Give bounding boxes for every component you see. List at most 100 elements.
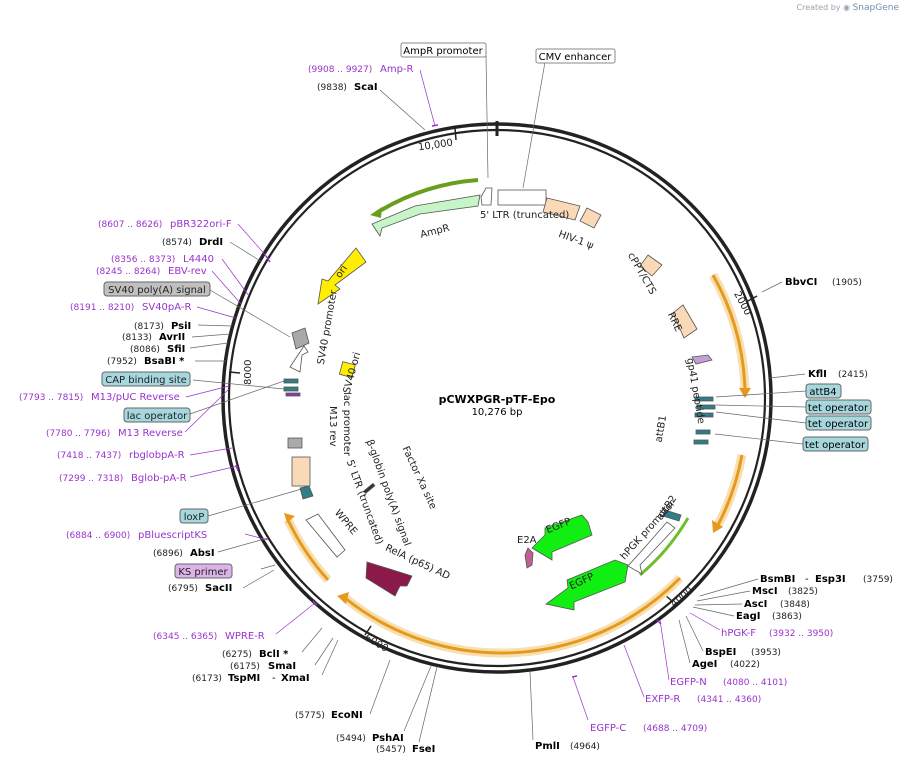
- feature-label-psi: HIV-1 ψ: [557, 229, 595, 252]
- site-pbr322-pos: (8607 .. 8626): [98, 220, 162, 230]
- site-rbglob-name: rbglobpA-R: [129, 450, 185, 461]
- tick-2000: [745, 295, 758, 303]
- conn-bcli: [301, 627, 323, 653]
- cap-tag: [101, 371, 191, 387]
- site-fsei-pos: (5457): [376, 745, 406, 755]
- cmvenhancer-label: CMV enhancer: [539, 52, 613, 63]
- feature-shapes: [283, 187, 716, 611]
- conn-sfii: [189, 342, 229, 349]
- conn-bbvci: [761, 281, 783, 293]
- conn-wprer: [275, 602, 316, 635]
- site-sv40par-name: SV40pA-R: [142, 302, 191, 313]
- conn-scai: [379, 89, 426, 131]
- site-attb4: attB4: [809, 387, 836, 398]
- tick-marks: [228, 127, 758, 636]
- tick-label-10000: 10,000: [417, 138, 453, 154]
- tick-label-8000: 8000: [243, 360, 254, 385]
- loxp-tag: [179, 508, 209, 524]
- site-m13r-pos: (7780 .. 7796): [46, 429, 110, 439]
- site-bglob-name: Bglob-pA-R: [131, 473, 187, 484]
- amprpromoter-box: [400, 42, 487, 58]
- ampr-outer-arrowhead: [370, 207, 382, 218]
- sv40pa-tag: [103, 281, 211, 297]
- att-bar-1: [694, 396, 714, 402]
- conn-rbglob: [189, 447, 233, 456]
- site-tspmi-dash: -: [272, 673, 276, 684]
- orange-arrowhead-1: [739, 388, 751, 398]
- conn-m13puc: [185, 385, 230, 398]
- conn-tet3: [714, 433, 804, 445]
- snapgene-brand: SnapGene: [852, 3, 899, 13]
- tick-label-6000: 6000: [362, 632, 390, 654]
- attb2-box: [662, 509, 682, 522]
- site-scai-name: ScaI: [354, 82, 378, 93]
- conn-amprpromo: [485, 55, 489, 179]
- marker-egfpc: [571, 675, 578, 678]
- cmv-box: [542, 197, 581, 221]
- marker-wprer: [312, 600, 318, 606]
- conn-asci: [694, 603, 743, 606]
- site-msci-name: MscI: [752, 586, 778, 597]
- conn-kfli: [769, 373, 806, 379]
- site-tetop-2: tet operator: [808, 419, 869, 430]
- created-by-text: Created by: [796, 3, 841, 12]
- site-bcli-name: BclI *: [259, 649, 289, 660]
- site-pshai-name: PshAI: [372, 733, 404, 744]
- laco-tag: [123, 407, 191, 423]
- orange-arrows: [283, 272, 751, 658]
- site-egfpn-pos: (4080 .. 4101): [723, 678, 787, 688]
- rre-box: [672, 304, 698, 339]
- tick-8000: [228, 371, 241, 374]
- site-ks-primer: KS primer: [178, 567, 228, 578]
- site-pbr322-name: pBR322ori-F: [170, 219, 232, 230]
- gp41-arrow: [691, 354, 713, 365]
- cap-bar: [283, 386, 299, 392]
- site-kfli-name: KflI: [808, 369, 827, 380]
- site-sfii-pos: (8086): [130, 345, 160, 355]
- orange-arc-3: [344, 576, 682, 655]
- m13-bar: [285, 392, 301, 397]
- feature-label-ltr5: 5' LTR (truncated): [480, 210, 569, 221]
- ring-markers: [235, 124, 662, 678]
- site-tspmi-name: TspMI: [228, 673, 260, 684]
- site-sacii-name: SacII: [205, 583, 232, 594]
- ampr-promoter-arrow: [480, 187, 493, 206]
- site-sfii-name: SfiI: [167, 344, 185, 355]
- tetop2-tag: [805, 415, 872, 431]
- tetop1-tag: [805, 399, 872, 415]
- feature-label-lac-promoter: lac promoter: [341, 392, 352, 457]
- att-bar-3: [694, 412, 714, 418]
- conn-fsei: [418, 666, 438, 743]
- conn-sacii: [242, 569, 275, 589]
- site-fsei-name: FseI: [412, 744, 435, 755]
- orange-arc-1: [711, 274, 747, 391]
- factorxa-site: [363, 482, 376, 494]
- egfp-arrow-2: [531, 514, 593, 561]
- site-cap: CAP binding site: [105, 375, 187, 386]
- site-hpgkf-name: hPGK-F: [721, 628, 756, 639]
- sv40-promoter-box: [291, 327, 310, 350]
- conn-sv40par: [196, 306, 237, 319]
- rela-arrow: [365, 561, 413, 597]
- site-exfpr-pos: (4341 .. 4360): [697, 695, 761, 705]
- site-bbvci-name: BbvCI: [785, 277, 817, 288]
- ampr-outer-arc: [376, 178, 479, 214]
- conn-exfpr: [623, 644, 645, 698]
- site-eagi-name: EagI: [736, 611, 760, 622]
- green-arc-hpgk: [639, 517, 690, 577]
- conn-egfpc: [572, 676, 589, 721]
- marker-egfpn: [656, 619, 662, 625]
- site-wprer-pos: (6345 .. 6365): [153, 632, 217, 642]
- feature-label-wpre: WPRE: [332, 508, 359, 537]
- site-drdi-pos: (8574): [162, 238, 192, 248]
- site-smai-name: SmaI: [268, 661, 296, 672]
- site-m13r-name: M13 Reverse: [118, 428, 183, 439]
- conn-cap: [192, 379, 285, 390]
- site-ebv-pos: (8245 .. 8264): [96, 267, 160, 277]
- ltr5-box: [497, 189, 547, 206]
- conn-pshai: [403, 665, 432, 732]
- orange-arc-2: [716, 454, 744, 526]
- site-exfpr-name: EXFP-R: [645, 694, 680, 705]
- site-bsmbi-name: BsmBI: [760, 574, 795, 585]
